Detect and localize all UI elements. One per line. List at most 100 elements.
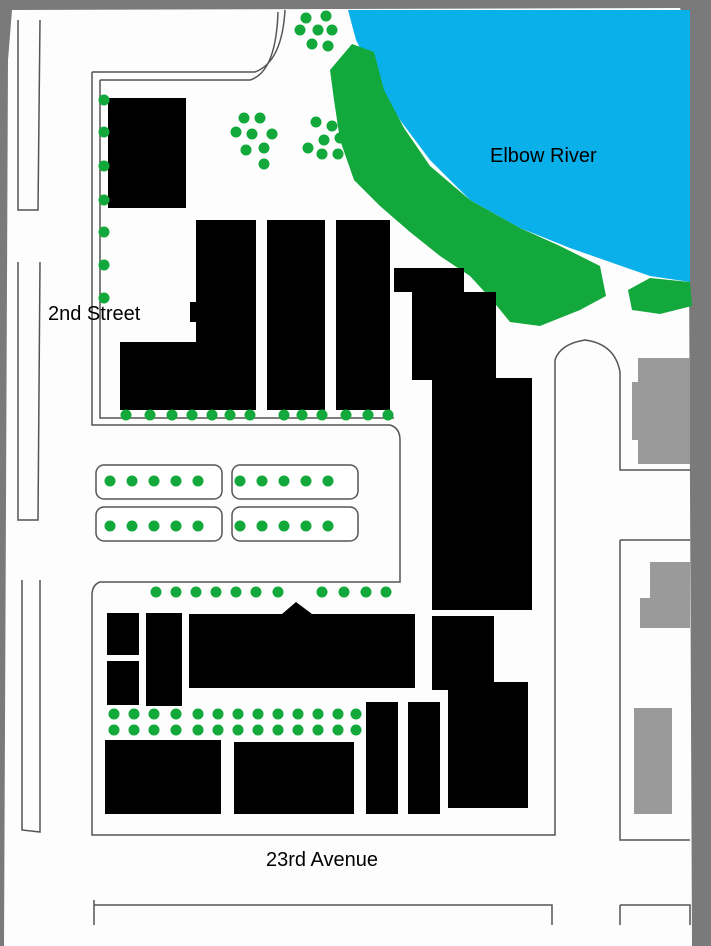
- tree: [362, 409, 374, 421]
- tree: [98, 194, 110, 206]
- tree: [192, 475, 204, 487]
- tree: [300, 475, 312, 487]
- tree: [380, 586, 392, 598]
- tree: [246, 128, 258, 140]
- site-buildings: [105, 98, 532, 814]
- tree: [170, 520, 182, 532]
- neighboring-buildings: [632, 358, 690, 814]
- tree: [234, 520, 246, 532]
- tree: [312, 24, 324, 36]
- tree: [316, 409, 328, 421]
- tree: [232, 724, 244, 736]
- tree: [148, 520, 160, 532]
- tree: [230, 126, 242, 138]
- tree: [302, 142, 314, 154]
- tree: [98, 126, 110, 138]
- tree: [166, 409, 178, 421]
- tree: [320, 10, 332, 22]
- tree: [98, 292, 110, 304]
- tree: [120, 409, 132, 421]
- tree: [128, 708, 140, 720]
- elbow-river: [348, 10, 690, 282]
- tree: [332, 148, 344, 160]
- tree: [126, 475, 138, 487]
- tree: [126, 520, 138, 532]
- tree: [294, 24, 306, 36]
- tree: [306, 38, 318, 50]
- tree: [170, 475, 182, 487]
- tree: [258, 158, 270, 170]
- tree: [338, 586, 350, 598]
- tree: [310, 116, 322, 128]
- tree: [312, 708, 324, 720]
- tree: [256, 520, 268, 532]
- tree: [292, 724, 304, 736]
- tree: [300, 12, 312, 24]
- tree: [190, 586, 202, 598]
- tree: [322, 40, 334, 52]
- riverbank-vegetation: [330, 44, 606, 326]
- tree: [108, 724, 120, 736]
- tree: [312, 724, 324, 736]
- tree: [98, 160, 110, 172]
- tree: [252, 724, 264, 736]
- tree: [318, 134, 330, 146]
- tree: [340, 409, 352, 421]
- tree: [316, 148, 328, 160]
- tree: [238, 112, 250, 124]
- tree: [300, 520, 312, 532]
- tree: [360, 586, 372, 598]
- tree: [334, 132, 346, 144]
- tree: [272, 708, 284, 720]
- tree: [296, 409, 308, 421]
- tree: [128, 724, 140, 736]
- avenue-label: 23rd Avenue: [266, 849, 378, 871]
- tree: [192, 520, 204, 532]
- tree: [212, 724, 224, 736]
- tree: [104, 475, 116, 487]
- tree: [258, 142, 270, 154]
- tree: [192, 724, 204, 736]
- tree: [206, 409, 218, 421]
- tree: [192, 708, 204, 720]
- tree: [170, 708, 182, 720]
- tree: [316, 586, 328, 598]
- tree: [144, 409, 156, 421]
- tree: [148, 724, 160, 736]
- tree: [278, 475, 290, 487]
- tree: [170, 724, 182, 736]
- tree: [98, 259, 110, 271]
- tree: [186, 409, 198, 421]
- tree: [254, 112, 266, 124]
- tree: [292, 708, 304, 720]
- tree: [322, 520, 334, 532]
- tree-plantings: [98, 10, 394, 736]
- tree: [232, 708, 244, 720]
- tree: [332, 724, 344, 736]
- riverbank-vegetation-east: [628, 278, 692, 314]
- tree: [98, 94, 110, 106]
- tree: [256, 475, 268, 487]
- tree: [278, 409, 290, 421]
- tree: [332, 708, 344, 720]
- tree: [210, 586, 222, 598]
- tree: [108, 708, 120, 720]
- tree: [148, 475, 160, 487]
- tree: [212, 708, 224, 720]
- tree: [148, 708, 160, 720]
- tree: [252, 708, 264, 720]
- tree: [350, 708, 362, 720]
- tree: [322, 475, 334, 487]
- tree: [224, 409, 236, 421]
- tree: [382, 409, 394, 421]
- tree: [240, 144, 252, 156]
- tree: [234, 475, 246, 487]
- tree: [350, 724, 362, 736]
- tree: [170, 586, 182, 598]
- river-label: Elbow River: [490, 145, 597, 167]
- tree: [272, 724, 284, 736]
- street-label: 2nd Street: [48, 303, 141, 325]
- tree: [266, 128, 278, 140]
